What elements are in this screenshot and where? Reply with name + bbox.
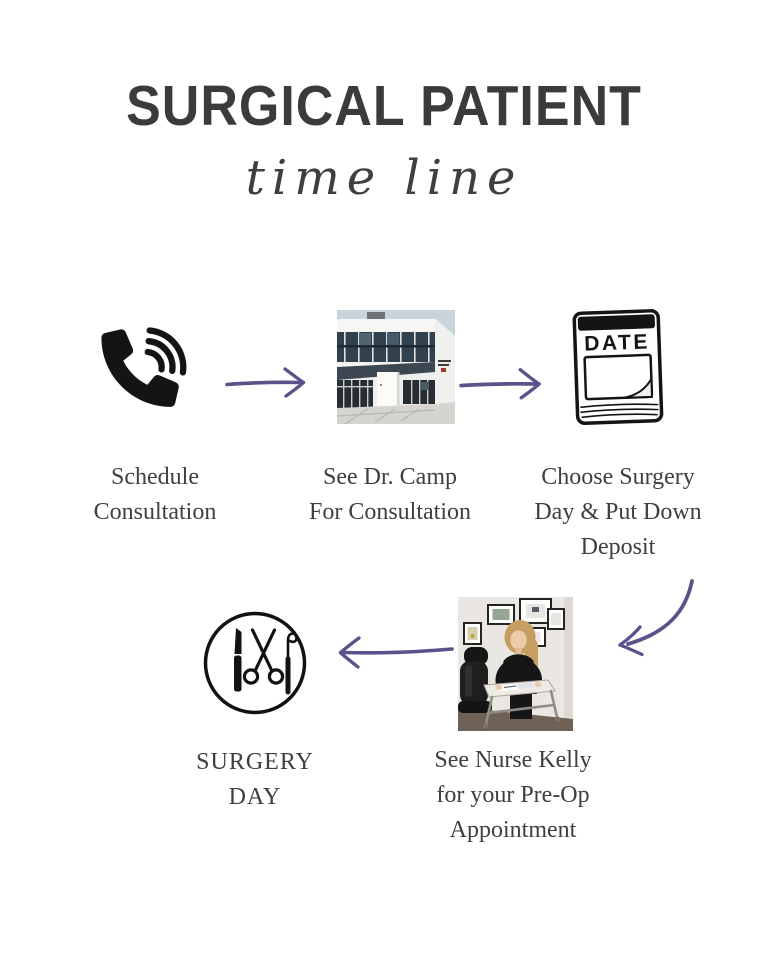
page-title: SURGICAL PATIENT <box>126 75 642 138</box>
label-line: SURGERY <box>196 749 314 775</box>
surgical-tools-icon <box>200 609 310 717</box>
building-sign <box>438 360 451 366</box>
step-label-pre-op-appointment: See Nurse Kelly for your Pre-Op Appointm… <box>399 743 627 848</box>
label-line: Deposit <box>580 534 656 560</box>
date-text: DATE <box>584 330 650 355</box>
scalpel-icon <box>234 628 242 692</box>
step-label-see-dr-camp: See Dr. Camp For Consultation <box>268 460 512 530</box>
label-line: for your Pre-Op <box>436 782 590 808</box>
label-line: Choose Surgery <box>541 464 695 490</box>
label-line: For Consultation <box>308 499 471 525</box>
hook-tool-icon <box>285 632 298 695</box>
step-label-choose-surgery-day: Choose Surgery Day & Put Down Deposit <box>503 460 733 565</box>
label-line: See Dr. Camp <box>323 464 457 490</box>
label-line: DAY <box>228 784 282 810</box>
phone-icon <box>96 314 204 424</box>
label-line: Appointment <box>449 817 577 843</box>
label-line: Schedule <box>111 464 199 490</box>
scissors-icon <box>242 628 285 685</box>
arrow-right-icon <box>458 366 558 400</box>
date-calendar-icon: DATE <box>567 303 669 435</box>
office-building-photo <box>337 310 455 424</box>
arrow-right-icon <box>224 366 322 398</box>
label-line: See Nurse Kelly <box>434 747 592 773</box>
label-line: Consultation <box>93 499 217 525</box>
pre-op-tray-table <box>482 679 561 729</box>
step-label-surgery-day: SURGERY DAY <box>145 745 365 815</box>
exam-chair <box>458 647 492 713</box>
page-subtitle: time line <box>245 150 523 206</box>
label-line: Day & Put Down <box>534 499 702 525</box>
arrow-curved-down-left-icon <box>612 578 704 662</box>
step-label-schedule-consultation: Schedule Consultation <box>45 460 265 530</box>
nurse-photo <box>458 597 573 731</box>
arrow-left-icon <box>333 633 455 671</box>
